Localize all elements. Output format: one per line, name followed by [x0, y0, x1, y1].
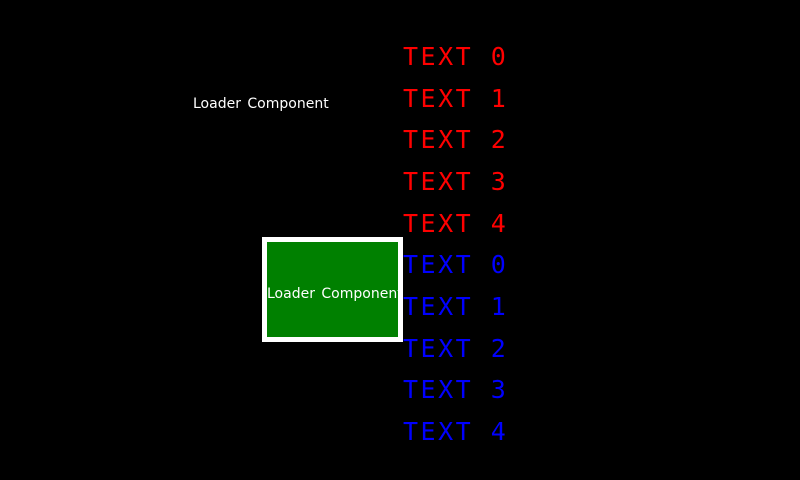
loader-component-box: Loader Component — [262, 237, 403, 342]
text-item-red-4: TEXT 4 — [403, 209, 509, 238]
text-item-blue-4: TEXT 4 — [403, 417, 509, 446]
text-item-blue-3: TEXT 3 — [403, 375, 509, 404]
text-item-blue-2: TEXT 2 — [403, 334, 509, 363]
text-item-red-3: TEXT 3 — [403, 167, 509, 196]
loader-component-label: Loader Component — [193, 96, 329, 112]
text-item-blue-1: TEXT 1 — [403, 292, 509, 321]
loader-component-box-label: Loader Component — [267, 286, 403, 302]
text-item-blue-0: TEXT 0 — [403, 250, 509, 279]
text-item-red-0: TEXT 0 — [403, 42, 509, 71]
text-item-red-2: TEXT 2 — [403, 125, 509, 154]
text-item-red-1: TEXT 1 — [403, 84, 509, 113]
